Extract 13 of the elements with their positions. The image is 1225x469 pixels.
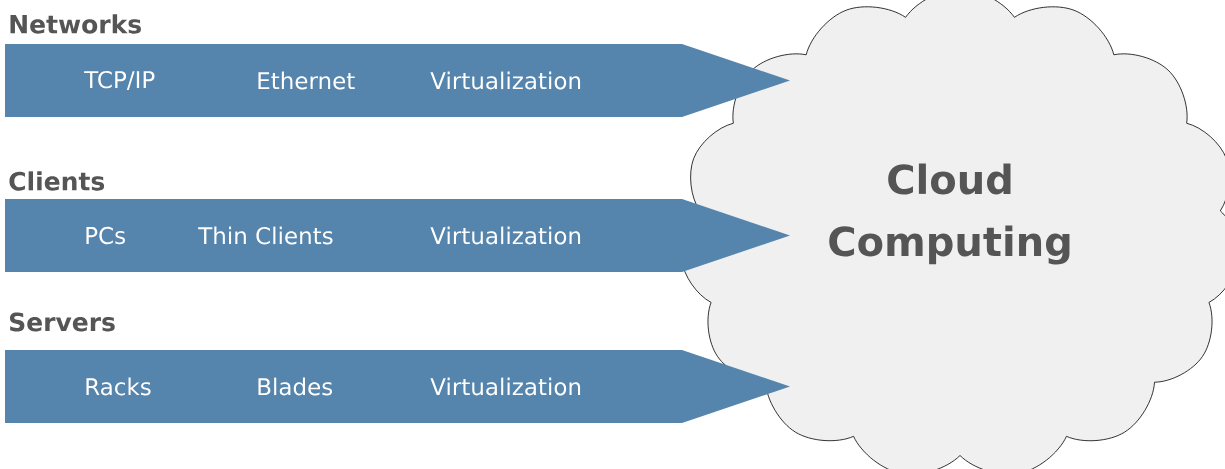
cloud-label: Cloud Computing bbox=[829, 163, 1070, 265]
band-label: Racks bbox=[86, 377, 151, 396]
band-label: PCs bbox=[86, 226, 125, 245]
band-heading: Servers bbox=[10, 312, 115, 332]
band-label: Blades bbox=[258, 377, 333, 396]
band-label: TCP/IP bbox=[84, 70, 155, 91]
band-heading: Clients bbox=[9, 171, 105, 191]
band-label: Thin Clients bbox=[198, 226, 333, 245]
band-label: Virtualization bbox=[430, 226, 581, 245]
band-label: Ethernet bbox=[258, 71, 355, 90]
band-label: Virtualization bbox=[430, 71, 581, 90]
band-heading: Networks bbox=[10, 14, 141, 34]
band-label: Virtualization bbox=[430, 377, 581, 396]
